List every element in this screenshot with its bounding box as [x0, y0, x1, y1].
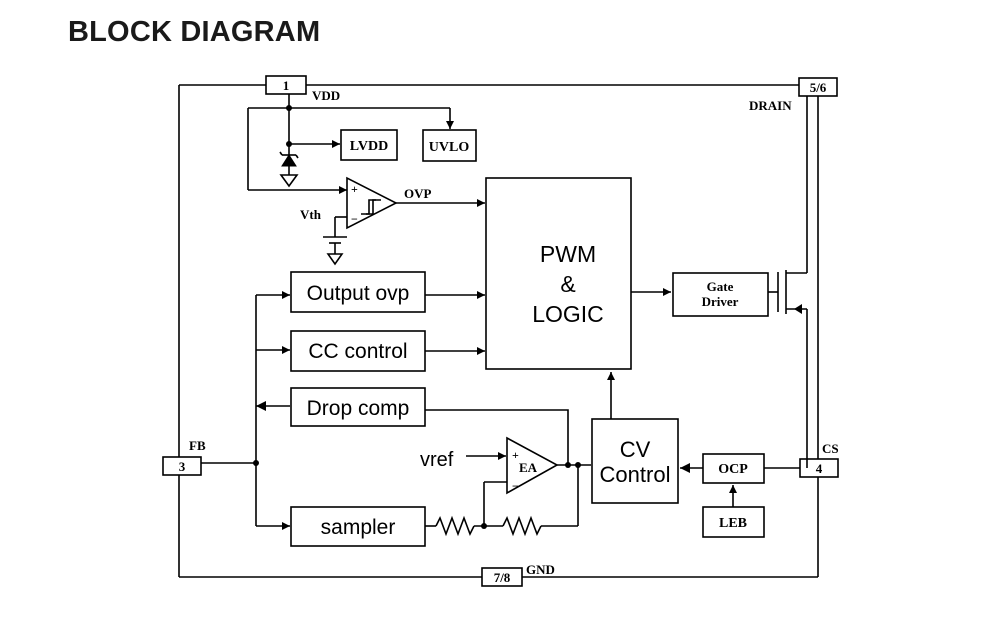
svg-text:&: & — [560, 271, 575, 297]
output-ovp-block: Output ovp — [290, 271, 426, 313]
page-title: BLOCK DIAGRAM — [68, 16, 321, 48]
drop-comp-feedback-wire — [425, 409, 569, 465]
pin-vdd: 1 VDD — [265, 75, 340, 103]
pin-drain-number: 5/6 — [810, 80, 827, 95]
svg-text:Output ovp: Output ovp — [307, 282, 410, 305]
svg-text:Drop comp: Drop comp — [307, 397, 410, 420]
pin-vdd-name: VDD — [312, 88, 340, 103]
vref-label: vref — [420, 449, 454, 471]
svg-text:+: + — [512, 448, 519, 462]
pin-gnd-number: 7/8 — [494, 570, 511, 585]
pin-cs-number: 4 — [816, 461, 823, 476]
svg-text:CV: CV — [620, 437, 651, 462]
vth-label: Vth — [300, 207, 322, 222]
uvlo-block: UVLO — [422, 129, 477, 162]
svg-text:Driver: Driver — [702, 294, 739, 309]
svg-text:+: + — [351, 182, 358, 196]
svg-text:sampler: sampler — [321, 516, 396, 539]
svg-text:CC control: CC control — [308, 340, 407, 363]
lvdd-label: LVDD — [350, 139, 388, 154]
pin-cs: 4 CS — [799, 441, 839, 478]
error-amplifier: + − EA — [506, 436, 591, 495]
pin-drain: 5/6 DRAIN — [749, 77, 838, 113]
drop-comp-block: Drop comp — [290, 387, 426, 427]
svg-text:Control: Control — [600, 462, 671, 487]
vref-input: vref — [420, 449, 506, 471]
sampler-block: sampler — [290, 506, 426, 547]
pin-gnd-name: GND — [526, 562, 555, 577]
zener-diode-icon — [279, 151, 299, 188]
cv-control-block: CV Control — [591, 418, 679, 504]
vdd-wiring — [247, 94, 454, 194]
pwm-logic-block: PWM & LOGIC — [485, 177, 632, 370]
vth-source: Vth — [300, 207, 347, 266]
svg-text:LOGIC: LOGIC — [532, 301, 604, 327]
svg-text:LEB: LEB — [719, 516, 747, 531]
ea-label: EA — [519, 460, 538, 475]
ocp-block: OCP — [702, 453, 765, 484]
pin-vdd-number: 1 — [283, 78, 290, 93]
pin-fb-number: 3 — [179, 459, 186, 474]
ovp-comparator: + − — [346, 176, 398, 230]
pin-gnd: 7/8 GND — [481, 562, 555, 587]
pin-drain-name: DRAIN — [749, 98, 792, 113]
pin-fb: 3 FB — [162, 438, 206, 476]
chip-outline — [178, 84, 819, 578]
svg-text:−: − — [512, 479, 519, 493]
svg-text:−: − — [351, 212, 358, 226]
svg-text:Gate: Gate — [707, 279, 734, 294]
pin-cs-name: CS — [822, 441, 839, 456]
leb-block: LEB — [702, 506, 765, 538]
resistor-network — [425, 465, 579, 537]
pin-fb-name: FB — [189, 438, 206, 453]
lvdd-block: LVDD — [340, 129, 398, 161]
mosfet-icon — [768, 96, 819, 468]
ovp-signal: OVP — [396, 186, 485, 207]
ovp-label: OVP — [404, 186, 432, 201]
fb-bus — [201, 291, 290, 530]
gate-driver-block: Gate Driver — [672, 272, 769, 317]
uvlo-label: UVLO — [429, 140, 470, 155]
svg-text:PWM: PWM — [540, 241, 596, 267]
cc-control-block: CC control — [290, 330, 426, 372]
svg-text:OCP: OCP — [718, 462, 748, 477]
